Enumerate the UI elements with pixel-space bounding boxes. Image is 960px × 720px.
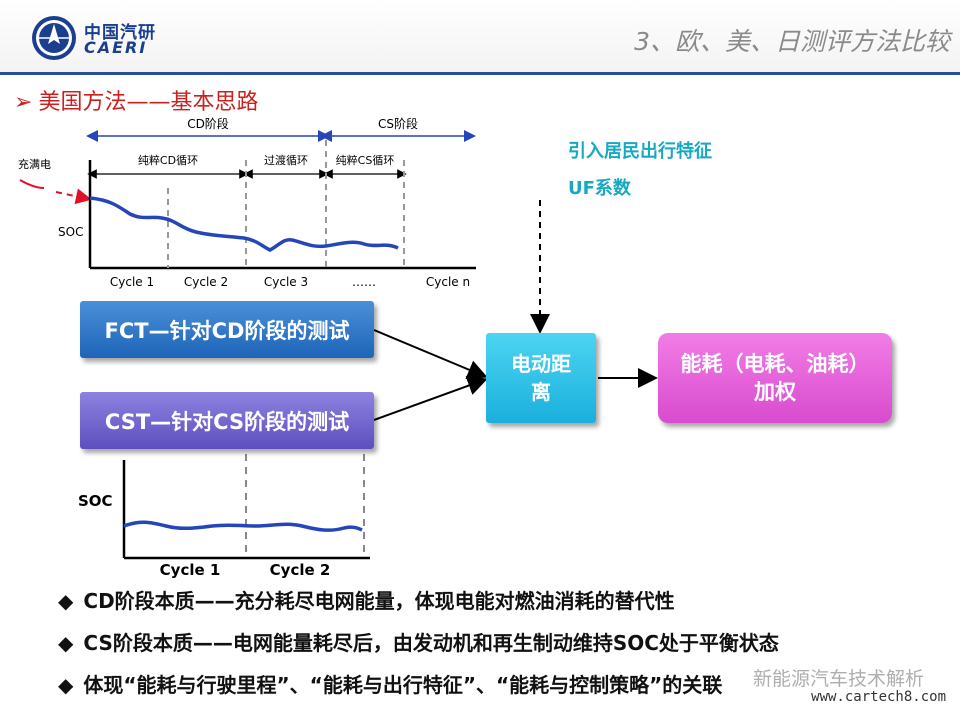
diamond-bullet-icon: ◆ [58,631,74,655]
section-title: ➢美国方法——基本思路 [14,84,258,116]
bullet-text: CS阶段本质——电网能量耗尽后，由发动机和再生制动维持SOC处于平衡状态 [83,631,779,655]
bullet-cd-essence: ◆ CD阶段本质——充分耗尽电网能量，体现电能对燃油消耗的替代性 [58,585,675,614]
bullet-text: CD阶段本质——充分耗尽电网能量，体现电能对燃油消耗的替代性 [83,589,675,613]
bullet-correlation: ◆ 体现“能耗与行驶里程”、“能耗与出行特征”、“能耗与控制策略”的关联 [58,669,722,698]
top-cycle-label-1: Cycle 1 [110,275,154,289]
energy-box-line-1: 能耗（电耗、油耗） [680,352,870,376]
cd-phase-label: CD阶段 [187,116,229,131]
top-soc-curve [89,196,399,252]
section-title-text: 美国方法——基本思路 [38,90,259,115]
fct-test-box: FCT—针对CD阶段的测试 [80,301,374,358]
full-charge-label: 充满电 [18,157,51,171]
bottom-soc-curve [123,520,363,532]
transition-label: 过渡循环 [264,153,308,167]
bottom-y-label: SOC [78,492,113,510]
top-cycle-label-5: Cycle n [426,275,470,289]
top-cycle-label-3: Cycle 3 [264,275,308,289]
pure-cs-label: 纯粹CS循环 [336,153,395,167]
bottom-cycle-label-1: Cycle 1 [160,561,221,579]
full-charge-arrow [55,188,92,205]
full-charge-dash-1 [19,179,45,189]
top-cycle-label-2: Cycle 2 [184,275,228,289]
cst-to-range-arrow [373,376,488,421]
cst-test-box: CST—针对CS阶段的测试 [80,392,374,449]
bullet-text: 体现“能耗与行驶里程”、“能耗与出行特征”、“能耗与控制策略”的关联 [83,673,723,697]
diamond-bullet-icon: ◆ [58,589,74,613]
diamond-bullet-icon: ◆ [58,673,74,697]
uf-note-line-1: 引入居民出行特征 [568,141,712,162]
watermark-text: 新能源汽车技术解析 [752,668,924,690]
cs-phase-label: CS阶段 [378,116,418,131]
logo-english-name: CAERI [84,38,148,57]
cd-cs-soc-chart: CD阶段 CS阶段 纯粹CD循环 过渡循环 纯粹CS循环 充满电 SOC Cyc… [18,116,476,289]
bullet-cs-essence: ◆ CS阶段本质——电网能量耗尽后，由发动机和再生制动维持SOC处于平衡状态 [58,627,779,656]
top-cycle-label-4: …… [352,275,376,289]
header-bar [0,0,960,72]
caeri-logo-icon [32,16,76,60]
range-box-line-2: 离 [531,380,551,404]
arrow-bullet-icon: ➢ [14,90,33,115]
weighted-energy-box: 能耗（电耗、油耗） 加权 [658,333,892,423]
slide-header-title: 3、欧、美、日测评方法比较 [634,27,950,56]
uf-note-line-2: UF系数 [568,178,631,199]
energy-box-line-2: 加权 [754,380,796,404]
cs-soc-chart: SOC Cycle 1 Cycle 2 [78,454,370,579]
header-divider [0,72,960,75]
bottom-cycle-label-2: Cycle 2 [270,561,331,579]
logo-chinese-name: 中国汽研 [84,23,156,43]
fct-to-range-arrow [373,329,488,380]
range-box-line-1: 电动距 [511,352,571,376]
top-y-label: SOC [58,225,83,239]
electric-range-box: 电动距 离 [486,333,596,423]
pure-cd-label: 纯粹CD循环 [138,153,198,167]
watermark-url: www.cartech8.com [811,689,946,705]
